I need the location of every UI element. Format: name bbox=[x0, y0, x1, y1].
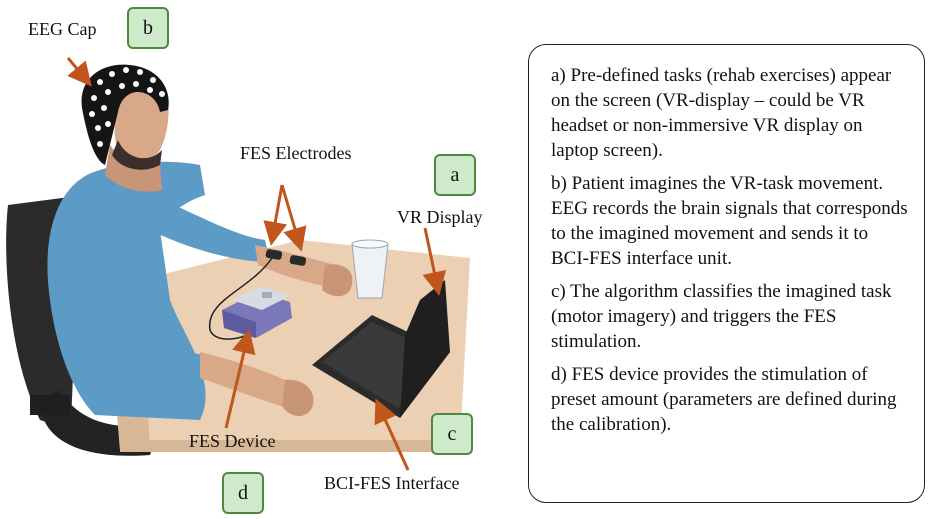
eeg-cap bbox=[81, 64, 169, 165]
badge-a: a bbox=[434, 154, 476, 196]
glass bbox=[351, 239, 389, 299]
arrow-vr-display bbox=[422, 227, 447, 296]
label-fes-electrodes: FES Electrodes bbox=[240, 143, 352, 163]
bci-fes-setup-illustration bbox=[6, 57, 470, 471]
step-b-text: b) Patient imagines the VR-task movement… bbox=[551, 173, 908, 269]
badge-b: b bbox=[127, 7, 169, 49]
arrow-fes-electrode-2 bbox=[280, 184, 307, 252]
step-a-text: a) Pre-defined tasks (rehab exercises) a… bbox=[551, 65, 892, 161]
label-eeg-cap: EEG Cap bbox=[28, 19, 97, 39]
arrow-bci-fes-interface bbox=[374, 398, 410, 471]
arrow-fes-electrode-1 bbox=[263, 184, 288, 246]
fes-device bbox=[222, 286, 292, 338]
step-d-text: d) FES device provides the stimulation o… bbox=[551, 364, 897, 435]
label-bci-fes-interface: BCI-FES Interface bbox=[324, 473, 460, 493]
steps-panel: a) Pre-defined tasks (rehab exercises) a… bbox=[528, 44, 925, 503]
arrow-fes-device bbox=[224, 329, 256, 429]
laptop bbox=[312, 280, 450, 418]
step-c-text: c) The algorithm classifies the imagined… bbox=[551, 281, 892, 352]
arrows bbox=[66, 57, 447, 471]
arrow-eeg-cap bbox=[66, 57, 92, 87]
badge-c: c bbox=[431, 413, 473, 455]
label-fes-device: FES Device bbox=[189, 431, 276, 451]
badge-d: d bbox=[222, 472, 264, 514]
label-vr-display: VR Display bbox=[397, 207, 483, 227]
